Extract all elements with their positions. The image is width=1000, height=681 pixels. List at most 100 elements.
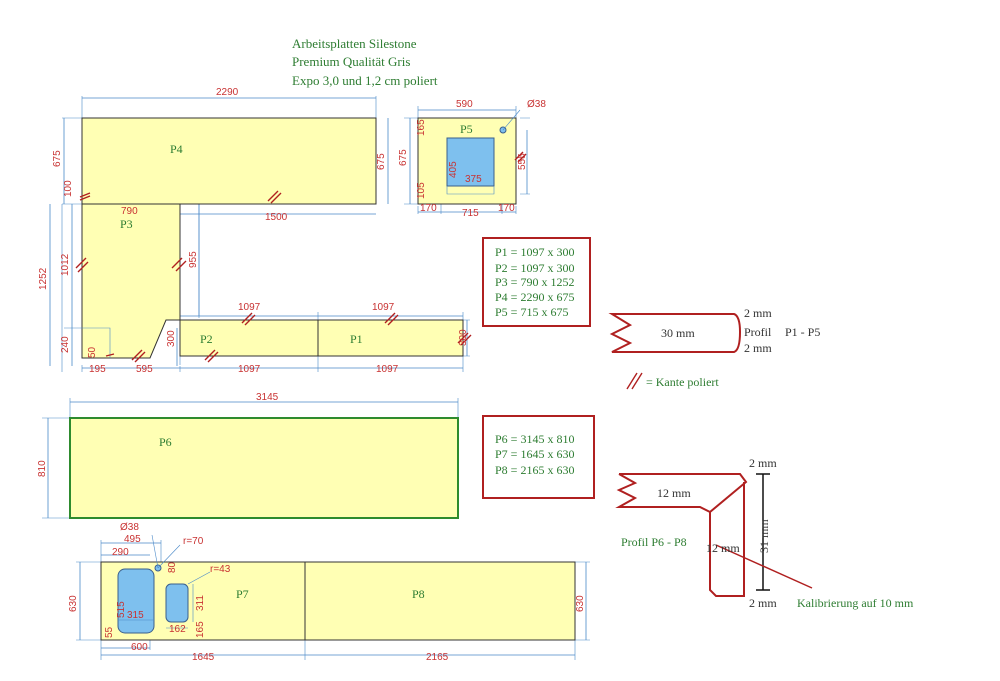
dim-100: 100 [63,180,74,197]
dim-38-p7: Ø38 [120,522,139,533]
dim-1012: 1012 [60,253,71,276]
dim-675-right: 675 [376,153,387,170]
plate-p6 [69,417,459,519]
list-2-item-1: P6 = 3145 x 810 [495,432,574,446]
profile-2-note: Kalibrierung auf 10 mm [797,596,914,610]
label-p7: P7 [236,587,249,601]
plate-p6-group: P6 3145 810 [37,392,459,519]
legend-polished-edge: = Kante poliert [626,372,719,390]
dim-38: Ø38 [527,99,546,110]
dim-715: 715 [462,208,479,219]
dim-515: 515 [116,601,127,618]
legend-text: = Kante poliert [646,375,719,389]
dim-105: 105 [416,182,427,199]
dim-495: 495 [124,534,141,545]
profile-2-top: 2 mm [749,456,777,470]
dim-375: 375 [465,174,482,185]
profile-p1-p5: 30 mm 2 mm Profil 2 mm P1 - P5 [608,306,820,355]
list-2-item-3: P8 = 2165 x 630 [495,463,574,477]
profile-2-label: Profil P6 - P8 [621,535,687,549]
dim-1500: 1500 [265,212,288,223]
plate-p5-group: P5 590 Ø38 165 675 405 375 555 105 170 7… [398,99,546,219]
dim-170-left: 170 [420,203,437,214]
label-p1: P1 [350,332,363,346]
dim-405: 405 [448,161,459,178]
dim-170-right: 170 [498,203,515,214]
dim-590: 590 [456,99,473,110]
dim-240: 240 [60,336,71,353]
sink-cutout-p7-small [165,583,189,623]
dim-2290: 2290 [216,87,239,98]
dim-810: 810 [37,460,48,477]
dim-955: 955 [188,251,199,268]
sink-cutout-p5 [446,137,495,187]
upper-layout: P4 P3 P2 P1 2290 675 675 100 790 1500 12… [38,87,472,375]
label-p5: P5 [460,122,473,136]
profile-2-thickness: 12 mm [657,486,691,500]
profile-1-plates: P1 - P5 [785,325,820,339]
dimension-list-2: P6 = 3145 x 810 P7 = 1645 x 630 P8 = 216… [482,415,595,499]
dim-675-left: 675 [52,150,63,167]
profile-1-label: Profil [744,325,772,339]
profile-2-height: 31 mm [757,519,771,553]
plate-p8 [304,561,576,641]
dim-300-right: 300 [458,329,469,346]
dim-600: 600 [131,642,148,653]
dim-675-p5: 675 [398,149,409,166]
list-1-frame [482,237,591,327]
dim-165-p7: 165 [195,621,206,638]
dim-595: 595 [136,364,153,375]
dim-2165: 2165 [426,652,449,663]
lower-layout: P7 P8 Ø38 495 290 r=70 r=43 80 515 315 3… [68,522,590,663]
label-p2: P2 [200,332,213,346]
dim-1097-p2-bottom: 1097 [238,364,261,375]
header-line-3: Expo 3,0 und 1,2 cm poliert [292,73,438,88]
dim-195: 195 [89,364,106,375]
profile-1-thickness: 30 mm [661,326,695,340]
plate-p3 [81,203,181,359]
dim-290: 290 [112,547,129,558]
dim-630-left: 630 [68,595,79,612]
profile-1-top: 2 mm [744,306,772,320]
dim-1097-p1-bottom: 1097 [376,364,399,375]
label-p8: P8 [412,587,425,601]
sink-cutout-p7-large [117,568,155,634]
plate-p2 [179,319,319,357]
dim-r43: r=43 [210,564,231,575]
dim-1252: 1252 [38,267,49,290]
dim-630-right: 630 [575,595,586,612]
label-p4: P4 [170,142,183,156]
list-2-frame [482,415,595,499]
dim-3145: 3145 [256,392,279,403]
dim-50: 50 [87,346,98,358]
polished-edge-symbol [626,372,643,390]
header-line-2: Premium Qualität Gris [292,54,410,69]
dim-1097-p1-top: 1097 [372,302,395,313]
dim-55: 55 [104,626,115,638]
header-line-1: Arbeitsplatten Silestone [292,36,417,51]
dim-315: 315 [127,610,144,621]
profile-1-bottom: 2 mm [744,341,772,355]
label-p3: P3 [120,217,133,231]
list-1-item-5: P5 = 715 x 675 [495,305,568,319]
list-2-item-2: P7 = 1645 x 630 [495,447,574,461]
label-p6: P6 [159,435,172,449]
header: Arbeitsplatten Silestone Premium Qualitä… [292,36,438,88]
dim-80: 80 [167,561,178,573]
dim-790: 790 [121,206,138,217]
dim-311: 311 [195,595,206,611]
plate-p4 [81,117,377,205]
dim-1097-p2-top: 1097 [238,302,261,313]
dim-300-left: 300 [166,330,177,347]
dim-165: 165 [416,119,427,136]
dim-r70: r=70 [183,536,204,547]
dim-162: 162 [169,624,186,635]
plate-p1 [317,319,464,357]
dim-555: 555 [517,153,528,170]
list-1-item-2: P2 = 1097 x 300 [495,261,574,275]
profile-2-bottom: 2 mm [749,596,777,610]
dimension-list-1: P1 = 1097 x 300 P2 = 1097 x 300 P3 = 790… [482,237,591,327]
dim-1645: 1645 [192,652,215,663]
list-1-item-3: P3 = 790 x 1252 [495,275,574,289]
